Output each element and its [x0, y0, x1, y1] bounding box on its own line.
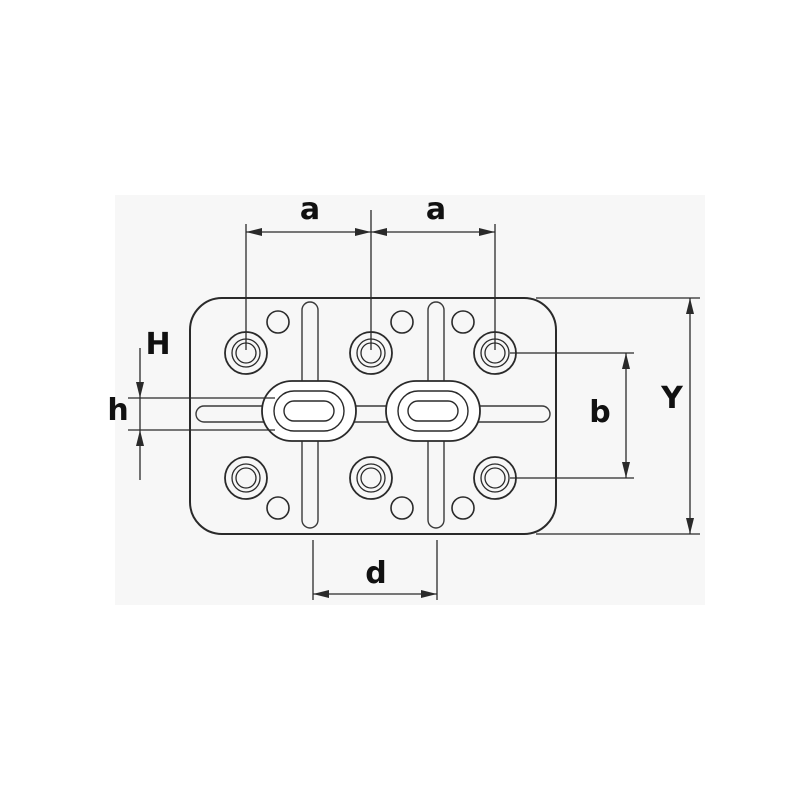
embossed-hole: [473, 456, 517, 500]
plain-hole: [266, 496, 290, 520]
dimension-lines: [128, 210, 700, 600]
dimension-label-a-right: a: [426, 192, 446, 227]
plain-hole: [451, 310, 475, 334]
dimension-label-h: h: [107, 393, 128, 428]
embossed-hole: [349, 456, 393, 500]
dimension-label-H: H: [145, 327, 170, 362]
horizontal-slot: [195, 405, 551, 423]
dimension-label-a-left: a: [300, 192, 320, 227]
plain-hole: [451, 496, 475, 520]
embossed-hole: [224, 456, 268, 500]
plain-hole: [390, 496, 414, 520]
dimension-label-Y: Y: [660, 381, 684, 416]
plain-hole: [266, 310, 290, 334]
embossed-holes: [224, 331, 517, 500]
plain-holes: [266, 310, 475, 520]
plate-outline: [189, 297, 557, 535]
oval-emboss-right: [385, 380, 481, 442]
dimension-label-d: d: [365, 556, 386, 591]
plain-hole: [390, 310, 414, 334]
oval-emboss-left: [261, 380, 357, 442]
dimension-label-b: b: [589, 395, 610, 430]
